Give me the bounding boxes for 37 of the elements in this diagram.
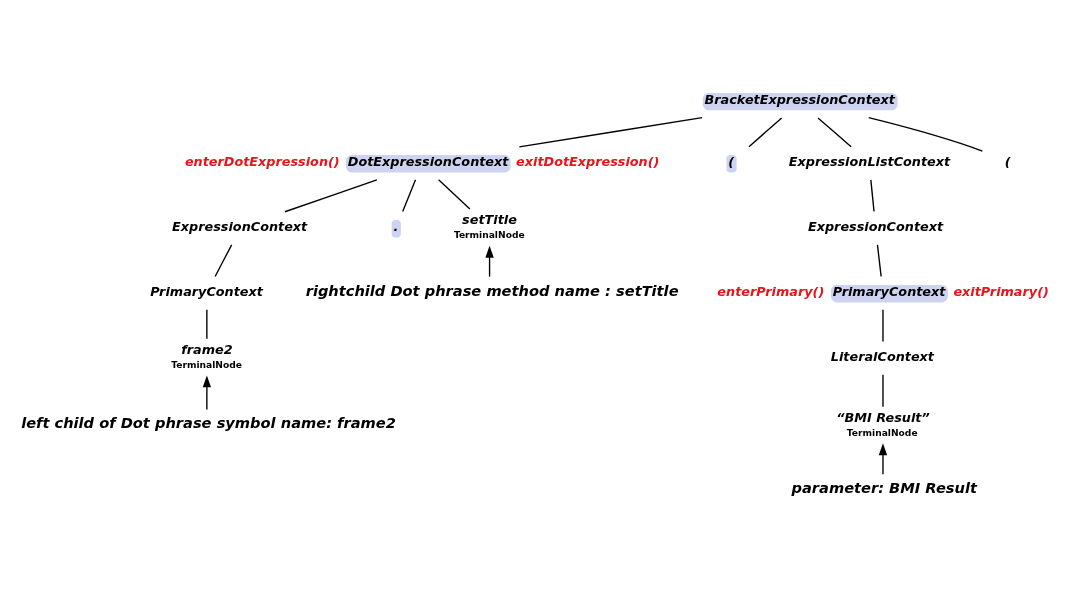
node-box: DotExpressionContext <box>345 154 511 172</box>
connector <box>876 243 882 277</box>
arrow <box>485 245 494 277</box>
node-box: . <box>391 219 401 237</box>
node-text: PrimaryContext <box>150 283 263 299</box>
arrow <box>878 442 888 475</box>
node-text: “BMI Result” TerminalNode <box>836 409 930 438</box>
node-text: left child of Dot phrase symbol name: frame2 <box>21 413 396 431</box>
node-text: parameter: BMI Result <box>791 478 977 496</box>
node-text: rightchild Dot phrase method name : setTitle <box>305 281 679 299</box>
node-text: ( <box>1004 153 1011 169</box>
connector <box>214 243 233 277</box>
connector <box>518 116 703 148</box>
node-text: LiteralContext <box>830 348 934 364</box>
node-box: ( <box>726 154 737 172</box>
arrow <box>202 374 212 410</box>
connector <box>817 116 852 147</box>
connector <box>402 178 417 212</box>
connector <box>882 373 884 407</box>
node-label: enterDotExpression() <box>184 153 340 169</box>
node-box: BracketExpressionContext <box>702 92 898 110</box>
node-label: exitPrimary() <box>953 283 1049 299</box>
connector <box>870 178 875 212</box>
node-text: ExpressionContext <box>172 218 308 234</box>
node-text: ExpressionContext <box>807 218 944 234</box>
connector <box>867 116 984 152</box>
connector <box>437 178 471 210</box>
connector <box>882 308 884 342</box>
node-box: PrimaryContext <box>830 284 948 302</box>
connector <box>748 116 783 147</box>
node-label: enterPrimary() <box>717 283 825 299</box>
connector <box>206 308 208 339</box>
connector <box>284 178 378 212</box>
node-text: setTitle TerminalNode <box>453 211 525 240</box>
node-text: frame2 TerminalNode <box>171 341 242 370</box>
node-text: ExpressionListContext <box>788 153 951 169</box>
node-label: exitDotExpression() <box>516 153 660 169</box>
